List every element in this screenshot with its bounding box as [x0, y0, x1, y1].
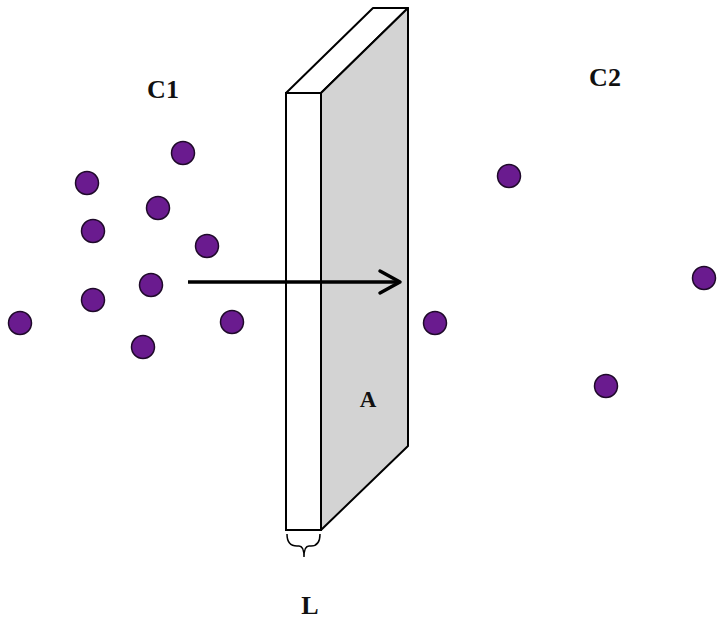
particle: [147, 197, 170, 220]
particle: [196, 235, 219, 258]
particle: [221, 311, 244, 334]
particle: [82, 289, 105, 312]
particle: [132, 336, 155, 359]
particle: [498, 165, 521, 188]
area-label: A: [360, 387, 377, 413]
membrane-face: [321, 8, 408, 530]
concentration-label: C2: [589, 63, 621, 93]
concentration-label: C1: [147, 75, 179, 105]
particle: [424, 312, 447, 335]
thickness-label: L: [301, 591, 318, 621]
particle: [172, 142, 195, 165]
particle: [693, 267, 716, 290]
thickness-brace: [287, 534, 320, 557]
membrane-shape: [286, 8, 408, 530]
particle: [140, 274, 163, 297]
particle: [9, 312, 32, 335]
membrane-slab: A: [286, 8, 408, 530]
membrane-edge: [286, 93, 321, 530]
particle: [595, 375, 618, 398]
particle: [76, 172, 99, 195]
flux-arrow: [188, 280, 398, 284]
flux-arrowhead: [380, 271, 400, 293]
particle: [82, 220, 105, 243]
